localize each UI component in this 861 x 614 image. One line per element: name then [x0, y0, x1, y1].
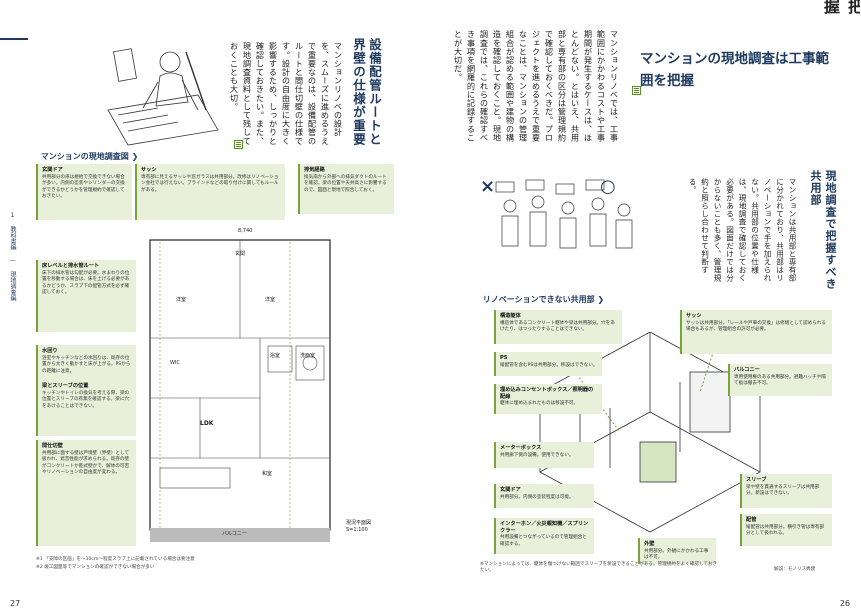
note-balcony: バルコニー専用使用権のある共用部分。避難ハッチや隔て板は撤去不可。: [728, 364, 832, 396]
residents-illustration: [495, 179, 633, 249]
room-label-entrance: 玄関: [235, 251, 246, 257]
drafting-illustration: [107, 48, 219, 146]
note-structure: 構造躯体構造体であるコンクリート躯体や梁は共用部分。穴をあけたり、はつったりする…: [494, 310, 622, 344]
note-text: 躯体に埋め込まれたものは移設不可。: [500, 401, 579, 407]
note-text: 共用部分。内側の塗装程度は可能。: [500, 494, 574, 500]
note-title: 玄関ドア: [500, 487, 521, 493]
common-area-section-title: リノベーションできない共用部 ❯: [480, 294, 604, 305]
right-heading-text: マンションの現地調査は工事範囲を把握: [640, 51, 829, 89]
right-page: マンションの現地調査は工事範囲を把握 マンションの現地調査は工事範囲を把握 マン…: [430, 0, 860, 614]
note-text: 梁や壁を貫通するスリーブは共用部分。新設はできない。: [746, 484, 820, 497]
note-title: サッシ: [141, 167, 157, 173]
note-title: 水回り: [42, 348, 58, 354]
note-text: 縦配管を含むPSは共用部分。移設はできない。: [500, 362, 598, 368]
note-title: 埋め込みコンセントボックス／照明器の配線: [500, 387, 594, 400]
side-tab: 1 教科書編 ― 現地調査編: [9, 212, 16, 301]
note-title: 配管: [746, 517, 757, 523]
note-outlet-box: 埋め込みコンセントボックス／照明器の配線躯体に埋め込まれたものは移設不可。: [494, 384, 602, 414]
note-text: 構造体であるコンクリート躯体や梁は共用部分。穴をあけたり、はつったりすることはで…: [500, 320, 615, 333]
room-label-japanese: 和室: [262, 471, 273, 477]
credit: 解説：モノリス秀建: [774, 567, 816, 572]
note-title: メーターボックス: [500, 445, 542, 451]
note-sash: サッシ専有部に見えるサッシや窓ガラスは共用部分。改修はリノベーション会社では行え…: [135, 164, 285, 220]
note-title: 間仕切壁: [42, 443, 63, 449]
right-body: マンションリノベでは、工事範囲にかかわるコストや工事期間が発生するケースは、ほと…: [453, 30, 619, 142]
note-beam-sleeve: 梁とスリーブの位置キッチンやトイレの換気を考える際、梁の位置とスリーブの有無を確…: [36, 380, 136, 436]
note-exterior-wall: 外壁共用部分。外観にかかわる工事は不可。: [638, 538, 716, 564]
note-title: バルコニー: [734, 367, 760, 373]
plan-section-title: マンションの現地調査図 ❯: [38, 151, 139, 162]
room-label-washroom: 洗面室: [300, 353, 316, 359]
footnote-2: ※2 竣工図面等でマンションの確認ができない場合が多い: [36, 565, 155, 570]
note-text: 換気扇から外部への排気ダクトのルートを確認。梁の位置や天井高さに影響するので、図…: [304, 174, 387, 193]
footnote-1: ※1 「支障の区画」を～10cm～程度スラブ上に記載されている場合は要注意: [36, 557, 195, 562]
note-text: キッチンやトイレの換気を考える際、梁の位置とスリーブの有無を確認する。梁に穴をあ…: [42, 390, 130, 409]
plan-section-title-text: マンションの現地調査図: [40, 152, 129, 161]
room-label-ldk: LDK: [200, 420, 214, 427]
left-page-number: 27: [10, 599, 21, 608]
room-label-western-2: 洋室: [265, 297, 276, 303]
note-text: 共用部分の扉は規約で交換できない場合が多い。内側の塗装やシリンダーの交換ができる…: [42, 174, 125, 200]
note-entrance-door: 玄関ドア共用部分の扉は規約で交換できない場合が多い。内側の塗装やシリンダーの交換…: [36, 164, 132, 220]
note-text: 床下の排水管は勾配が必要。水まわりの位置を移動する場合は、床を上げる必要があるか…: [42, 270, 130, 296]
note-title: PS: [500, 355, 508, 361]
note-exhaust: 排気経路換気扇から外部への排気ダクトのルートを確認。梁の位置や天井高さに影響する…: [298, 164, 394, 214]
left-body: マンションリノベの設計を、スムーズに進めるうえで重要なのは、設備配管のルートと間…: [229, 42, 343, 146]
floor-plan: [149, 239, 331, 542]
cross-mark: ×: [480, 176, 496, 197]
note-wet-area: 水回り浴室やキッチンなどの水回りは、既存の位置から大きく動かすと床が上がる。PS…: [36, 345, 136, 381]
note-sleeve: スリーブ梁や壁を貫通するスリーブは共用部分。新設はできない。: [740, 474, 832, 508]
room-label-balcony: バルコニー: [222, 531, 247, 537]
note-title: サッシ: [686, 313, 702, 319]
plan-dimension: 8,740: [238, 228, 253, 234]
top-rule: [0, 38, 28, 40]
note-title: インターホン／火災報知機／スプリンクラー: [500, 521, 589, 534]
room-label-wic: WIC: [170, 360, 180, 366]
note-front-door: 玄関ドア共用部分。内側の塗装程度は可能。: [494, 484, 594, 508]
right-page-number: 26: [839, 599, 850, 608]
common-area-section-title-text: リノベーションできない共用部: [482, 295, 595, 304]
note-text: 共用設備とつながっているので管理組合と確認する。: [500, 535, 587, 547]
note-title: 玄関ドア: [42, 167, 63, 173]
note-text: サッシは共用部分。「レールや戸車の交換」は修繕として認められる場合もあるが、管理…: [686, 320, 826, 333]
room-label-western-1: 洋室: [176, 297, 187, 303]
sub-body: マンションは共用部と専有部に分かれており、共用部はリノベーションで手を加えられな…: [688, 178, 797, 282]
figure-icon: [234, 140, 243, 149]
note-piping: 配管縦配管は共用部分。横引き管は専有部分として扱われる。: [740, 514, 832, 546]
sub-heading: 現地調査で把握すべき共用部: [809, 170, 837, 290]
left-page: 設備配管ルートと界壁の仕様が重要 マンションリノベの設計を、スムーズに進めるうえ…: [0, 0, 430, 614]
left-heading: 設備配管ルートと界壁の仕様が重要: [351, 38, 382, 146]
note-floor-level: 床レベルと排水管ルート床下の排水管は勾配が必要。水まわりの位置を移動する場合は、…: [36, 260, 136, 332]
plan-scale: 現況平面図 S=1:100: [346, 520, 372, 533]
section-arrow-icon: ❯: [594, 295, 605, 304]
right-heading-box: マンションの現地調査は工事範囲を把握: [640, 48, 840, 92]
note-title: 梁とスリーブの位置: [42, 383, 89, 389]
note-title: 構造躯体: [500, 313, 521, 319]
note-text: 共用廊下側の設備。使用できない。: [500, 452, 574, 458]
right-footnote: ※マンションによっては、躯体を傷つけない範囲でスリーブを新設できることがある。管…: [480, 562, 718, 574]
note-sash-right: サッシサッシは共用部分。「レールや戸車の交換」は修繕として認められる場合もあるが…: [680, 310, 832, 354]
note-meter-box: メーターボックス共用廊下側の設備。使用できない。: [494, 442, 594, 468]
note-partition: 間仕切壁共用部に面する壁は戸境壁（界壁）として扱われ、遮音性能が求められる。既存…: [36, 440, 136, 546]
note-title: 排気経路: [304, 167, 325, 173]
note-title: 外壁: [644, 541, 655, 547]
note-text: 専用使用権のある共用部分。避難ハッチや隔て板は撤去不可。: [734, 374, 826, 387]
section-arrow-icon: ❯: [128, 152, 139, 161]
heading-icon: [632, 86, 641, 95]
note-title: スリーブ: [746, 477, 767, 483]
note-text: 縦配管は共用部分。横引き管は専有部分として扱われる。: [746, 524, 825, 537]
room-label-bath: 浴室: [270, 353, 281, 359]
note-text: 共用部分。外観にかかわる工事は不可。: [644, 548, 709, 561]
note-title: 床レベルと排水管ルート: [42, 263, 100, 269]
note-text: 浴室やキッチンなどの水回りは、既存の位置から大きく動かすと床が上がる。PSからの…: [42, 355, 131, 374]
note-intercom: インターホン／火災報知機／スプリンクラー共用設備とつながっているので管理組合と確…: [494, 518, 594, 554]
note-text: 共用部に面する壁は戸境壁（界壁）として扱われ、遮音性能が求められる。既存の壁がコ…: [42, 450, 130, 476]
note-text: 専有部に見えるサッシや窓ガラスは共用部分。改修はリノベーション会社では行えない。…: [141, 174, 279, 193]
